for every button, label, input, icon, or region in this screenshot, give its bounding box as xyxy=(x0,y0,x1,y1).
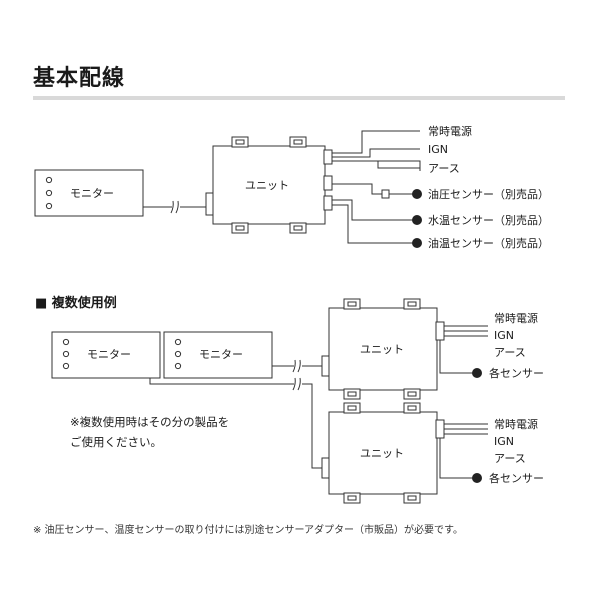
output-ground: アース xyxy=(428,162,460,175)
sensor-oil-pressure: 油圧センサー（別売品） xyxy=(428,187,549,201)
unit-box-2 xyxy=(328,411,438,495)
unit-label-1: ユニット xyxy=(360,343,404,356)
monitor-box-1 xyxy=(51,331,161,379)
monitor-label-1: モニター xyxy=(87,348,131,361)
unit1-output-ground: アース xyxy=(494,346,526,359)
monitor-box xyxy=(34,169,144,217)
unit-box xyxy=(212,145,326,225)
unit2-output-ign: IGN xyxy=(494,435,514,448)
unit2-output-constant-power: 常時電源 xyxy=(494,417,538,431)
unit2-sensors: 各センサー xyxy=(489,471,544,485)
unit1-output-ign: IGN xyxy=(494,329,514,342)
multi-use-note: ※複数使用時はその分の製品を ご使用ください。 xyxy=(70,415,230,449)
monitor-label: モニター xyxy=(70,187,114,200)
monitor-label-2: モニター xyxy=(199,348,243,361)
unit-label: ユニット xyxy=(245,179,289,192)
unit1-sensors: 各センサー xyxy=(489,366,544,380)
output-ign: IGN xyxy=(428,143,448,156)
footnote: ※ 油圧センサー、温度センサーの取り付けには別途センサーアダプター（市販品）が必… xyxy=(33,525,464,536)
sensor-water-temp: 水温センサー（別売品） xyxy=(428,214,549,227)
section-title-multi: ■ 複数使用例 xyxy=(35,296,117,311)
unit-box-1 xyxy=(328,307,438,391)
sensor-oil-temp: 油温センサー（別売品） xyxy=(428,236,549,250)
output-constant-power: 常時電源 xyxy=(428,124,472,138)
unit1-output-constant-power: 常時電源 xyxy=(494,311,538,325)
unit-label-2: ユニット xyxy=(360,447,404,460)
monitor-box-2 xyxy=(163,331,273,379)
page-title: 基本配線 xyxy=(33,66,126,91)
title-divider xyxy=(33,96,565,100)
unit2-output-ground: アース xyxy=(494,452,526,465)
